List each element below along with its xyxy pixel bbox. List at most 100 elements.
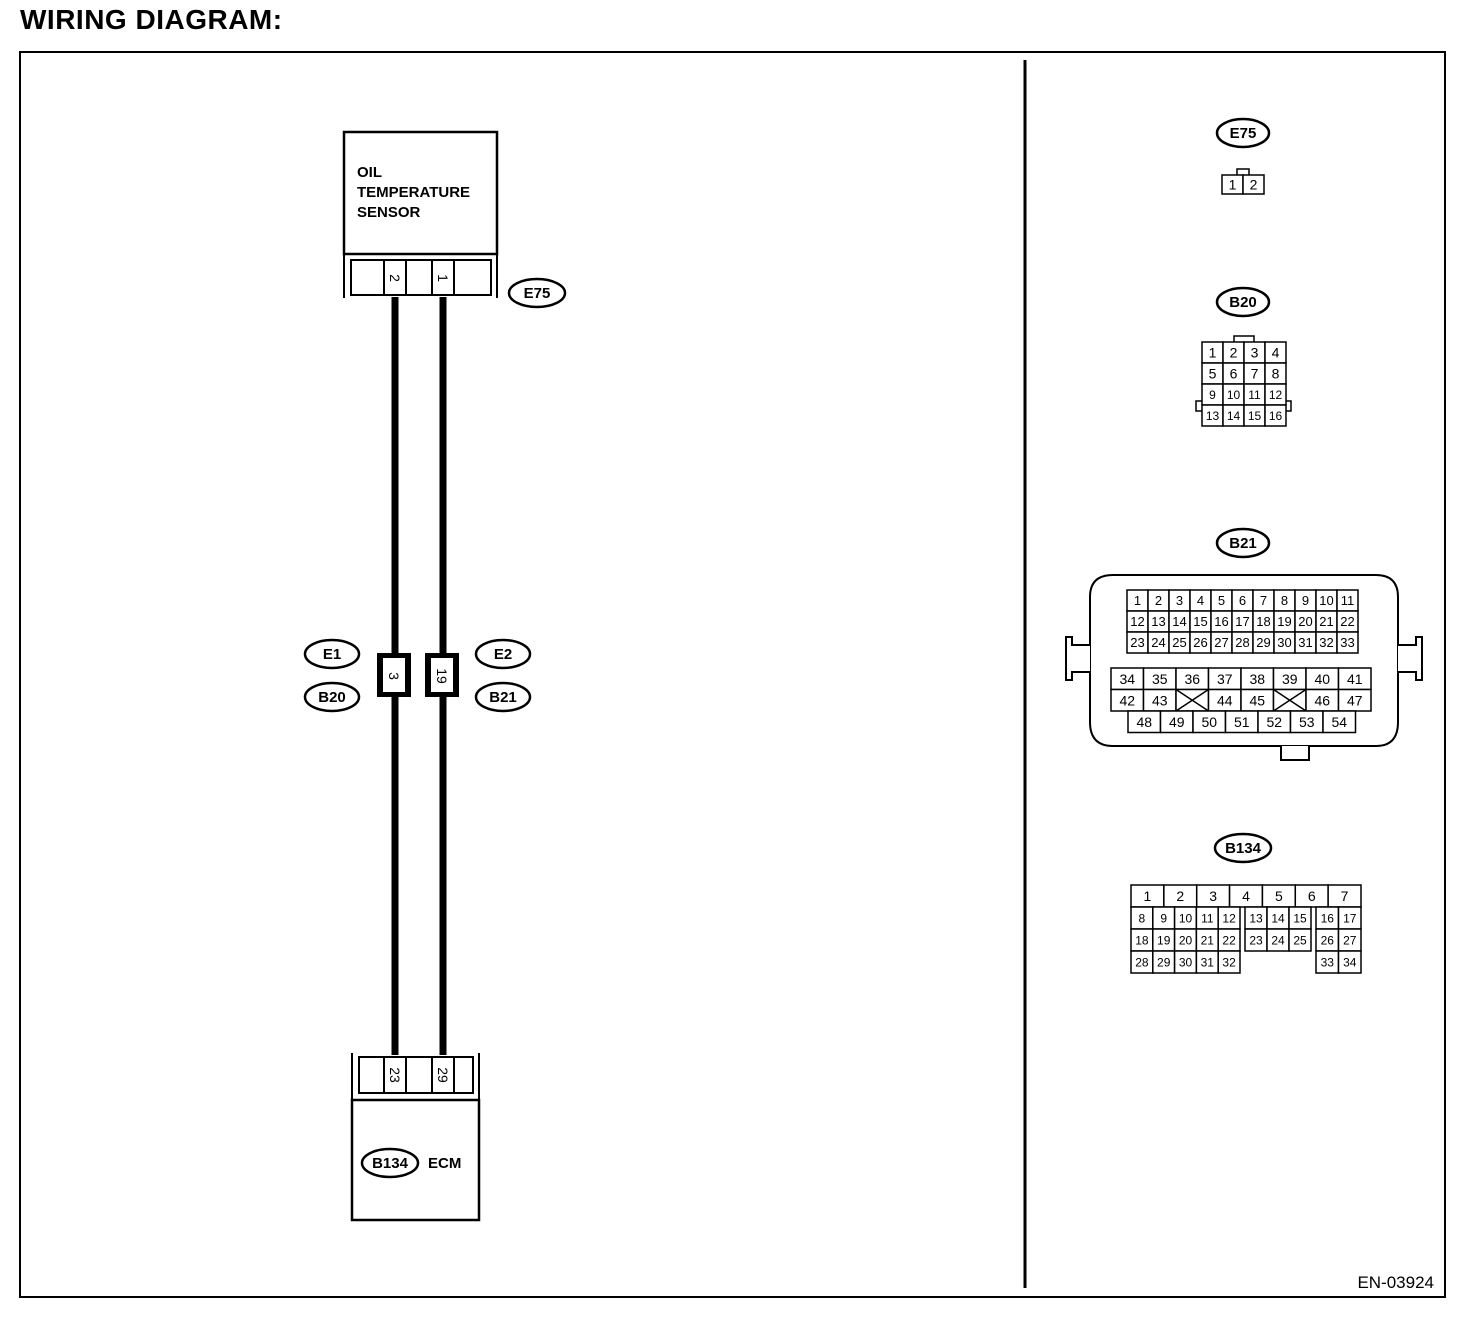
- pin-number: 5: [1218, 593, 1225, 608]
- connector-tag-e2: E2: [474, 638, 532, 670]
- pin-number: 24: [1151, 635, 1165, 650]
- connector-tag-b21: B21: [474, 681, 532, 713]
- pin-number: 18: [1135, 933, 1149, 947]
- pin-number: 17: [1343, 911, 1357, 925]
- pin-number: 36: [1184, 671, 1200, 687]
- oil-temperature-sensor[interactable]: OIL TEMPERATURE SENSOR: [342, 130, 499, 256]
- sensor-connector-e75[interactable]: 2 1: [343, 254, 498, 298]
- pin-number: 9: [1209, 388, 1216, 402]
- pin-number: 13: [1206, 409, 1220, 423]
- pin-number: 41: [1347, 671, 1363, 687]
- pin-number: 2: [1230, 345, 1238, 361]
- pin-number: 26: [1193, 635, 1207, 650]
- pin-number: 11: [1201, 911, 1214, 925]
- junction-right-pin: 19: [434, 668, 450, 684]
- pin-cell: 41: [1337, 667, 1372, 691]
- pin-cell: 54: [1322, 710, 1357, 734]
- pin-cell: 2: [1222, 341, 1245, 364]
- pin-cell: 20: [1294, 610, 1317, 633]
- pin-cell: 1: [1221, 174, 1244, 195]
- pin-number: 11: [1248, 388, 1261, 402]
- svg-text:B20: B20: [1229, 294, 1257, 311]
- pin-cell: 36: [1175, 667, 1210, 691]
- ecm-pin-23: 23: [387, 1067, 403, 1083]
- pin-number: 42: [1119, 692, 1135, 708]
- pin-cell: 15: [1288, 906, 1312, 930]
- pin-cell: 13: [1147, 610, 1170, 633]
- junction-e1-b20[interactable]: 3: [377, 653, 411, 697]
- pin-number: 6: [1308, 888, 1316, 904]
- pin-cell: 18: [1252, 610, 1275, 633]
- pin-number: 52: [1266, 714, 1282, 730]
- pin-number: 22: [1340, 614, 1354, 629]
- pin-cell: 2: [1147, 589, 1170, 612]
- pin-number: 31: [1298, 635, 1312, 650]
- ecm-connector-b134[interactable]: 23 29: [351, 1053, 480, 1100]
- pin-cell: 1: [1201, 341, 1224, 364]
- pin-number: 15: [1248, 409, 1262, 423]
- figure-code: EN-03924: [1357, 1273, 1434, 1292]
- pin-number: 12: [1130, 614, 1144, 629]
- pin-number: 4: [1242, 888, 1250, 904]
- pin-number: 1: [1209, 345, 1217, 361]
- pin-cell: 19: [1273, 610, 1296, 633]
- pin-cell: 9: [1152, 906, 1176, 930]
- pin-cell: 3: [1168, 589, 1191, 612]
- pin-cell: 51: [1224, 710, 1259, 734]
- connector-tag-e75: E75: [507, 277, 567, 309]
- pin-cell: 26: [1315, 928, 1340, 952]
- svg-text:E1: E1: [323, 646, 341, 663]
- pin-number: 32: [1222, 955, 1236, 969]
- pin-number: 2: [1176, 888, 1184, 904]
- pin-number: 54: [1331, 714, 1347, 730]
- pin-number: 17: [1235, 614, 1249, 629]
- svg-text:B21: B21: [1229, 535, 1257, 552]
- pin-cell: 15: [1243, 404, 1266, 427]
- pin-number: 14: [1172, 614, 1186, 629]
- pin-number: 12: [1222, 911, 1236, 925]
- pin-cell: 14: [1168, 610, 1191, 633]
- pin-cell: 9: [1201, 383, 1224, 406]
- pin-number: 40: [1314, 671, 1330, 687]
- pin-number: 7: [1341, 888, 1349, 904]
- pin-cell: 5: [1201, 362, 1224, 385]
- sensor-label-line-2: TEMPERATURE: [357, 184, 470, 201]
- pin-cell: 12: [1264, 383, 1287, 406]
- pin-cell: 10: [1173, 906, 1198, 930]
- pin-number: 5: [1275, 888, 1283, 904]
- connector-tag-e1: E1: [303, 638, 361, 670]
- ecm-box[interactable]: B134 ECM: [350, 1098, 481, 1222]
- sensor-pin-1: 1: [435, 274, 451, 282]
- pin-cell: 9: [1294, 589, 1317, 612]
- pin-cell: 10: [1222, 383, 1245, 406]
- pin-number: 16: [1321, 911, 1335, 925]
- pin-cell: 13: [1244, 906, 1268, 930]
- pin-cell: 53: [1289, 710, 1324, 734]
- pin-cell: 32: [1315, 631, 1338, 654]
- pin-cell: 2: [1242, 174, 1265, 195]
- pin-number: 34: [1119, 671, 1135, 687]
- pin-cell: 16: [1315, 906, 1340, 930]
- pin-cell: 6: [1231, 589, 1254, 612]
- pin-cell: 44: [1207, 688, 1242, 712]
- pin-number: 22: [1222, 933, 1236, 947]
- pin-number: 6: [1239, 593, 1246, 608]
- pin-cell: 26: [1189, 631, 1212, 654]
- pin-cell: 17: [1337, 906, 1362, 930]
- pin-cell: [1272, 688, 1307, 712]
- svg-text:B20: B20: [318, 689, 346, 706]
- pin-number: 24: [1271, 933, 1285, 947]
- pin-number: 26: [1321, 933, 1335, 947]
- pin-number: 15: [1193, 614, 1207, 629]
- pin-cell: 23: [1244, 928, 1268, 952]
- pin-number: 7: [1251, 366, 1259, 382]
- pin-number: 13: [1249, 911, 1263, 925]
- pin-cell: 32: [1217, 950, 1241, 974]
- pin-number: 30: [1277, 635, 1291, 650]
- ecm-label: ECM: [428, 1155, 461, 1172]
- pin-cell: 43: [1142, 688, 1177, 712]
- pin-cell: 29: [1252, 631, 1275, 654]
- junction-e2-b21[interactable]: 19: [425, 653, 459, 697]
